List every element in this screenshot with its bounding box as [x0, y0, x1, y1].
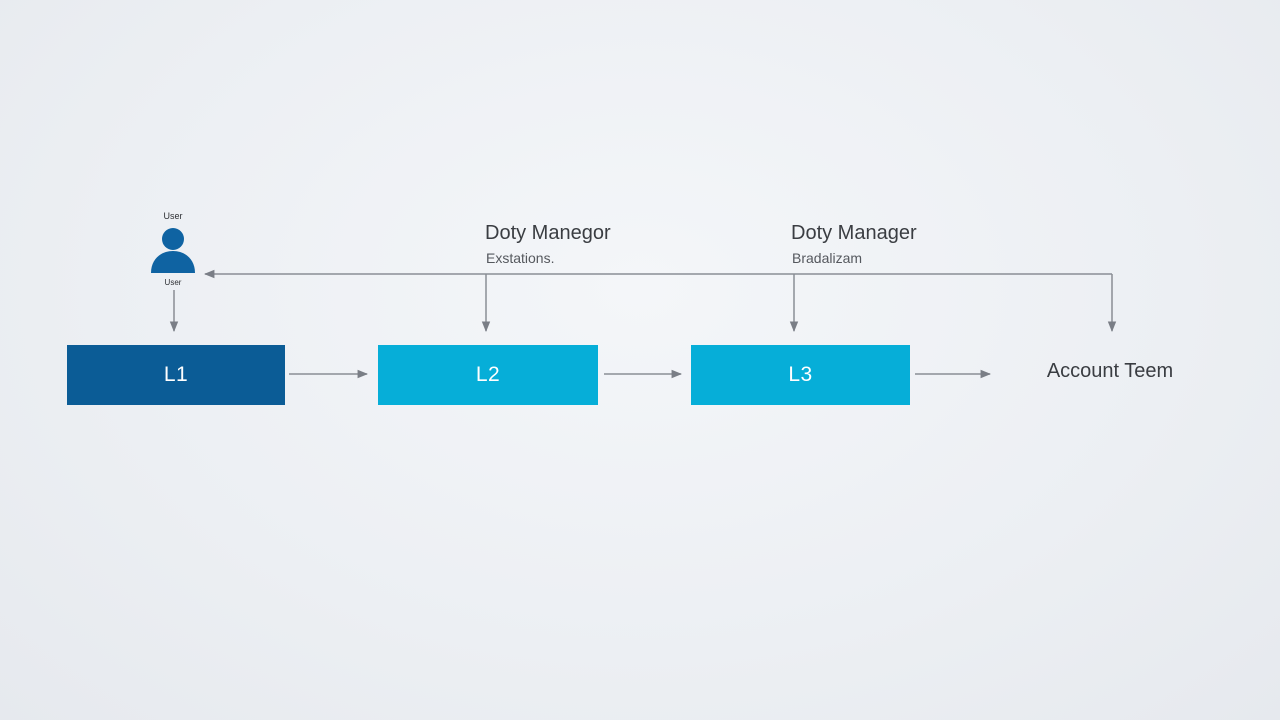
level-l2-box: L2: [378, 345, 598, 405]
level-l3-box: L3: [691, 345, 910, 405]
user-label-bottom: User: [164, 278, 182, 287]
person-icon-body: [151, 251, 195, 273]
person-icon-head: [162, 228, 184, 250]
account-team-label: Account Teem: [1046, 360, 1174, 382]
duty-manager-2-title: Doty Manager: [791, 222, 917, 244]
user-label-top: User: [163, 211, 183, 221]
duty-manager-2-subtitle: Bradalizam: [792, 250, 863, 266]
level-l1-box: L1: [67, 345, 285, 405]
person-icon: [151, 228, 195, 273]
duty-manager-1-title: Doty Manegor: [485, 222, 611, 244]
duty-manager-1-subtitle: Exstations.: [486, 250, 555, 266]
level-l3-label: L3: [788, 363, 813, 386]
level-l1-label: L1: [163, 363, 189, 386]
level-l2-label: L2: [475, 363, 501, 386]
